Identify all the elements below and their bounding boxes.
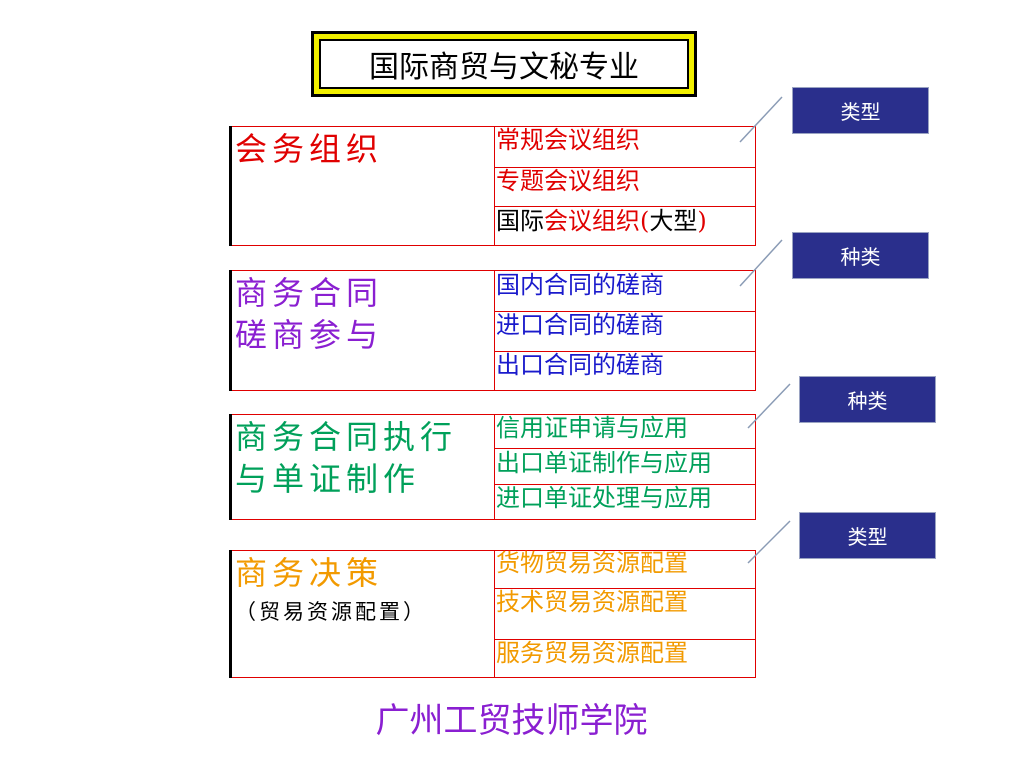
block-item: 进口单证处理与应用 [496,484,712,512]
tag-label: 类型 [792,87,929,134]
item-text-part: ) [697,207,707,235]
block-item: 专题会议组织 [496,167,640,195]
item-text-part: 常规会议组织 [496,126,640,154]
block-item: 常规会议组织 [496,126,640,154]
item-text-part: 进口单证处理与应用 [496,484,712,512]
item-text-part: 信用证申请与应用 [496,414,688,442]
block-item: 国内合同的磋商 [496,271,664,299]
item-text-part: 会议组织 [544,207,640,235]
item-text-part: 专题会议组织 [496,167,640,195]
item-text-part: 出口合同的磋商 [496,351,664,379]
block-heading: 商务合同执行 与单证制作 [235,418,458,498]
page-title: 国际商贸与文秘专业 [319,39,689,89]
item-text-part: 大型 [649,207,698,235]
block-heading: 会务组织 [235,130,384,168]
block-meeting: 会务组织 常规会议组织 专题会议组织 国际会议组织(大型) [229,126,756,246]
block-item: 出口合同的磋商 [496,351,664,379]
block-item: 国际会议组织(大型) [496,207,707,235]
item-text-part: 货物贸易资源配置 [496,549,688,577]
item-text-part: 出口单证制作与应用 [496,449,712,477]
block-item: 进口合同的磋商 [496,311,664,339]
tag-label: 种类 [799,376,936,423]
item-text-part: 国内合同的磋商 [496,271,664,299]
block-item: 货物贸易资源配置 [496,549,688,577]
item-text-part: 国际 [496,207,544,235]
block-item: 技术贸易资源配置 [496,588,688,616]
item-text-part: 技术贸易资源配置 [496,588,688,616]
item-text-part: 服务贸易资源配置 [496,639,688,667]
block-item: 信用证申请与应用 [496,414,688,442]
block-execution: 商务合同执行 与单证制作 信用证申请与应用 出口单证制作与应用 进口单证处理与应… [229,414,756,520]
block-subheading: （贸易资源配置） [235,600,427,624]
block-decision: 商务决策 （贸易资源配置） 货物贸易资源配置 技术贸易资源配置 服务贸易资源配置 [229,549,756,678]
block-heading: 商务决策 [235,554,384,592]
block-heading: 商务合同 磋商参与 [235,274,384,354]
title-box: 国际商贸与文秘专业 [311,31,697,97]
item-text-part: 进口合同的磋商 [496,311,664,339]
item-text-part: ( [640,207,650,235]
footer-school-name: 广州工贸技师学院 [375,701,648,741]
tag-label: 类型 [799,512,936,559]
block-item: 服务贸易资源配置 [496,639,688,667]
block-negotiation: 商务合同 磋商参与 国内合同的磋商 进口合同的磋商 出口合同的磋商 [229,270,756,391]
block-item: 出口单证制作与应用 [496,449,712,477]
tag-label: 种类 [792,232,929,279]
